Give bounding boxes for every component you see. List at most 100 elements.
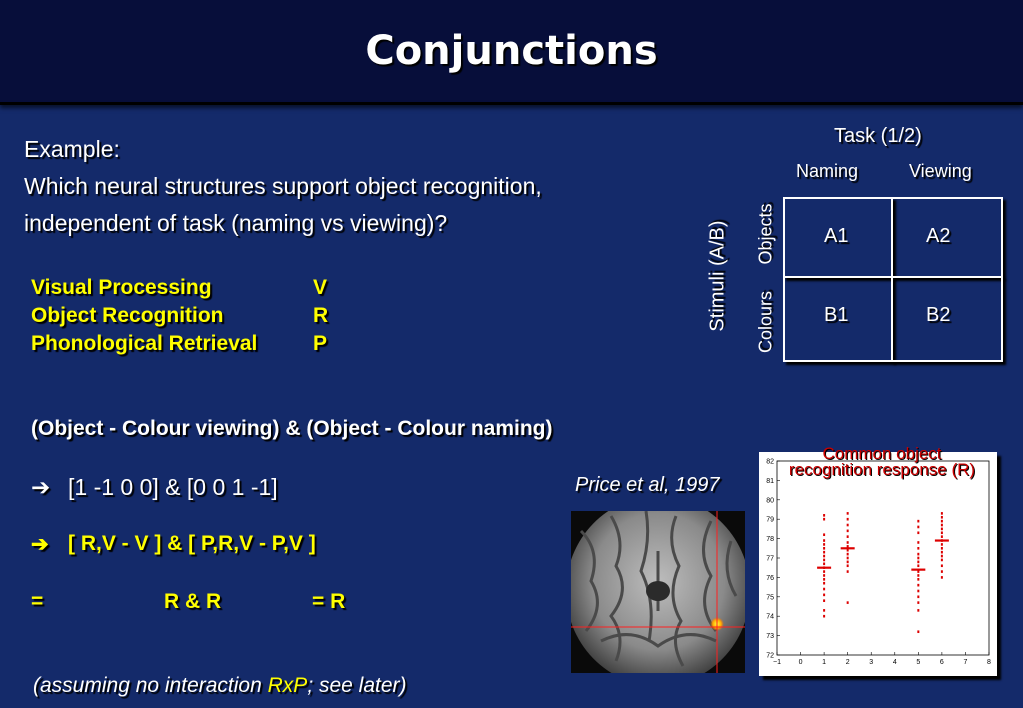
y-tick-label: 77	[766, 556, 774, 563]
data-point	[823, 599, 826, 602]
data-point	[846, 564, 849, 568]
plot-title-line-2: recognition response (R)	[788, 460, 976, 479]
data-point	[917, 564, 920, 568]
y-tick-label: 79	[766, 517, 774, 524]
data-point	[846, 552, 849, 556]
data-point	[940, 547, 943, 550]
data-point	[940, 512, 943, 515]
task-label: Task (1/2)	[834, 125, 922, 147]
process-code-phonological: P	[313, 332, 328, 355]
cell-label-b1: B1	[824, 304, 849, 326]
data-point	[917, 609, 920, 612]
y-tick-label: 82	[766, 459, 774, 466]
x-tick-label: −1	[773, 659, 781, 666]
data-point	[940, 576, 943, 579]
process-name-visual: Visual Processing	[31, 276, 212, 299]
x-tick-label: 7	[963, 659, 967, 666]
data-point	[823, 574, 826, 577]
data-point	[846, 535, 849, 538]
y-tick-label: 75	[766, 594, 774, 601]
plot-frame	[776, 460, 990, 656]
data-point	[823, 547, 826, 550]
data-point	[823, 578, 826, 581]
data-point	[940, 515, 943, 519]
col-label-viewing: Viewing	[909, 161, 972, 181]
data-point	[823, 533, 826, 537]
arrow-icon-2: ➔	[31, 533, 49, 556]
slide-title: Conjunctions	[365, 28, 658, 74]
brain-scan-graphic	[571, 511, 745, 673]
col-label-naming: Naming	[796, 161, 859, 181]
y-tick-label: 72	[766, 653, 774, 660]
data-point	[823, 554, 826, 558]
data-point	[917, 601, 920, 604]
row-label-colours: Colours	[755, 290, 776, 354]
data-point	[846, 523, 849, 527]
plot-title-line-1: Common object	[822, 444, 942, 463]
footnote-suffix: ; see later)	[307, 674, 407, 697]
data-point	[917, 541, 920, 544]
cell-label-a1: A1	[824, 225, 849, 247]
data-point	[823, 609, 826, 612]
x-tick-label: 2	[846, 659, 850, 666]
data-point	[940, 527, 943, 531]
footnote-prefix: (assuming no interaction	[33, 674, 268, 697]
data-point	[940, 519, 943, 523]
data-point	[917, 583, 920, 587]
cell-b2	[891, 276, 1003, 362]
data-point	[823, 558, 826, 562]
cell-label-b2: B2	[926, 304, 951, 326]
data-point	[940, 535, 943, 538]
data-point	[823, 587, 826, 591]
data-point	[846, 545, 849, 548]
y-tick-label: 78	[766, 536, 774, 543]
data-point	[940, 570, 943, 573]
cell-label-a2: A2	[926, 225, 951, 247]
result-middle: R & R	[164, 590, 222, 613]
data-point	[846, 556, 849, 560]
x-tick-label: 0	[799, 659, 803, 666]
data-point	[917, 574, 920, 577]
data-point	[846, 570, 849, 573]
process-name-object: Object Recognition	[31, 304, 224, 327]
stimuli-label: Stimuli (A/B)	[706, 220, 729, 332]
data-point	[917, 560, 920, 564]
row-label-objects: Objects	[755, 203, 776, 265]
result-final: = R	[312, 590, 346, 613]
y-tick-label: 76	[766, 575, 774, 582]
data-point	[846, 529, 849, 533]
x-tick-label: 5	[916, 659, 920, 666]
data-point	[940, 523, 943, 527]
data-point	[917, 589, 920, 593]
intro-line-1: Example:	[24, 136, 120, 162]
data-point	[917, 552, 920, 556]
data-point	[917, 630, 920, 634]
arrow-icon-1: ➔	[31, 474, 51, 500]
data-point	[940, 543, 943, 546]
footnote-highlight: RxP	[267, 674, 308, 697]
data-point	[823, 550, 826, 554]
data-point	[917, 519, 920, 523]
process-name-phonological: Phonological Retrieval	[31, 332, 258, 355]
brain-image	[571, 511, 745, 673]
data-point	[940, 531, 943, 535]
data-point	[823, 517, 826, 521]
data-point	[940, 564, 943, 568]
data-point	[917, 570, 920, 573]
y-tick-label: 74	[766, 614, 774, 621]
data-point	[917, 595, 920, 599]
y-tick-label: 80	[766, 497, 774, 504]
data-point	[917, 531, 920, 535]
data-point	[917, 578, 920, 581]
data-point	[917, 547, 920, 550]
citation: Price et al, 1997	[575, 474, 720, 496]
process-code-object: R	[313, 304, 329, 327]
data-point	[823, 539, 826, 542]
y-tick-label: 73	[766, 633, 774, 640]
data-point	[846, 560, 849, 564]
data-point	[940, 558, 943, 562]
plot-title: Common object recognition response (R)	[766, 444, 998, 479]
data-point	[917, 556, 920, 560]
